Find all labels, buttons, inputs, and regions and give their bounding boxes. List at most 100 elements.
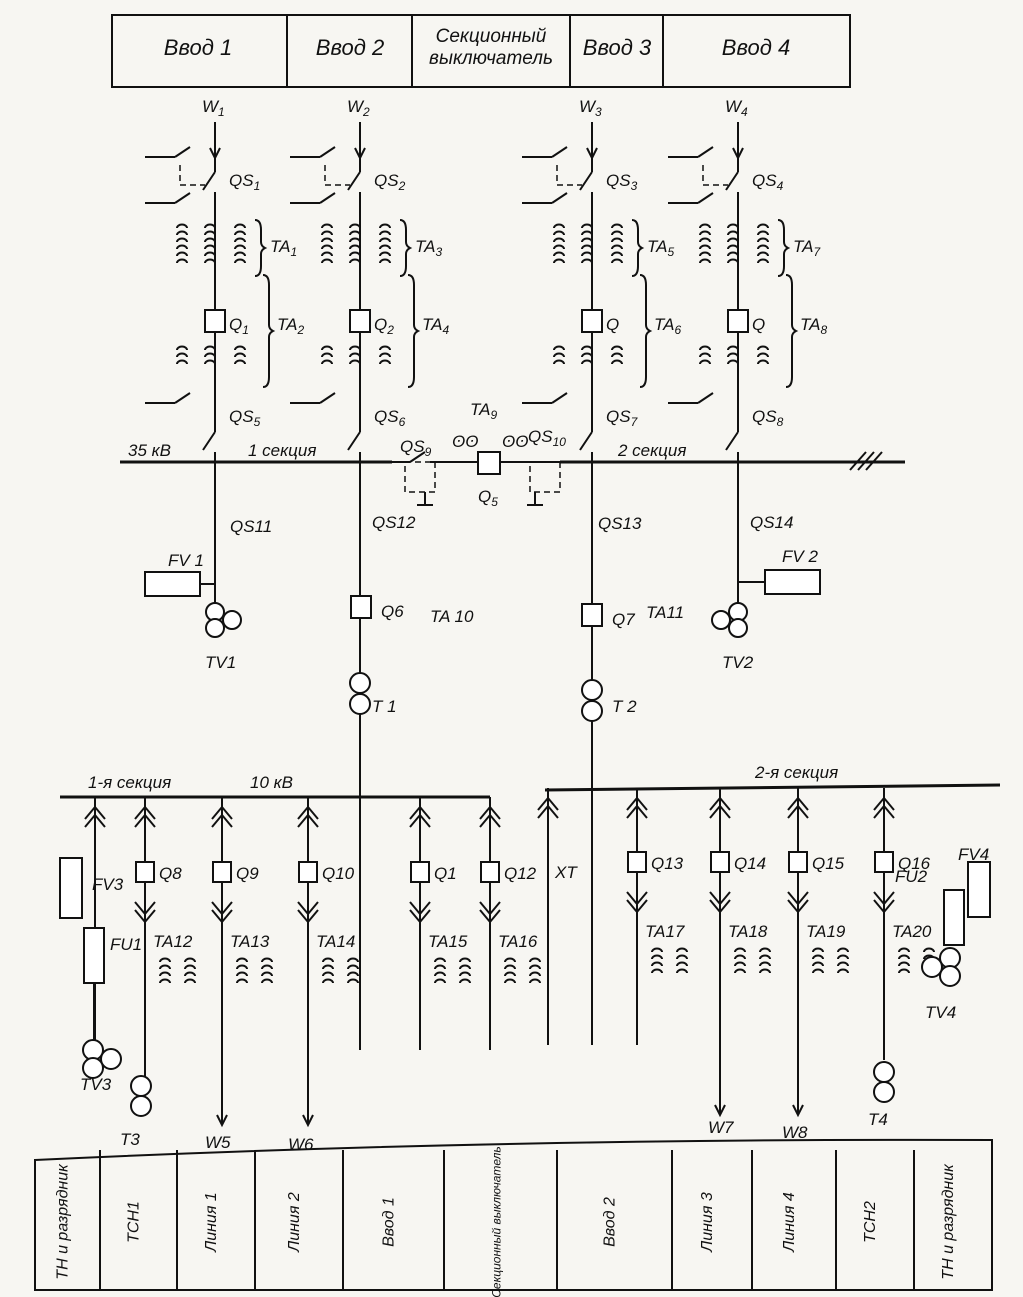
lv-cell-7 <box>537 788 559 1045</box>
lv-ta-coil-b-turn <box>759 947 771 953</box>
ta-a-coil-right-turn <box>611 223 623 229</box>
ta-a-coil-right-turn <box>379 258 391 264</box>
mech-interlock <box>556 165 582 186</box>
lv-ta-coil-b-turn <box>459 971 471 977</box>
bottom-cell-4: Линия 2 <box>286 1192 303 1253</box>
ta-a-coil-left-turn <box>553 223 565 229</box>
ta11-label: TA11 <box>646 603 684 622</box>
qs-bot-label: QS8 <box>752 407 784 429</box>
lv-ta-coil-a-turn <box>159 971 171 977</box>
lv-ta-coil-b <box>676 947 688 974</box>
tv1-label: TV1 <box>205 653 236 672</box>
plug-connector-icon <box>84 805 106 828</box>
ta-b-coil-right <box>611 345 623 365</box>
hv-section-1-label: 1 секция <box>248 441 316 460</box>
ta-b-coil-left-turn <box>699 352 711 358</box>
q-breaker <box>349 309 371 333</box>
lv-ta-coil-b-turn <box>184 971 196 977</box>
lv-ta-coil-b-turn <box>261 957 273 963</box>
ta-b-coil-mid-turn <box>349 359 361 365</box>
qs11-label: QS11 <box>230 517 272 536</box>
ta-a-coil-mid-turn <box>581 223 593 229</box>
lv-ta-coil-b-turn <box>184 978 196 984</box>
ta-a-coil-right-turn <box>234 244 246 250</box>
lv-breaker-label: Q12 <box>504 864 537 883</box>
ta-b-coil-left-turn <box>553 352 565 358</box>
incomer-arrow-icon <box>354 147 366 161</box>
plug-connector-lower-icon <box>409 901 431 924</box>
earth-switch-2-blade <box>697 192 714 204</box>
ta-a-coil-left-turn <box>176 244 188 250</box>
ta-a-coil-right-turn <box>379 244 391 250</box>
lv-ta-coil-a-turn <box>434 978 446 984</box>
ta-a-coil-right-turn <box>234 230 246 236</box>
top-cell-5: Ввод 4 <box>722 35 790 60</box>
fu1-fuse <box>83 927 105 984</box>
ta-b-coil-left-turn <box>321 345 333 351</box>
qs13-label: QS13 <box>598 514 642 533</box>
ta-b-coil-mid-turn <box>581 352 593 358</box>
qs-top-blade <box>725 171 739 191</box>
lv-ta-coil-a-turn <box>734 947 746 953</box>
lv-ta-coil-a <box>898 947 910 974</box>
qs-top-label: QS2 <box>374 171 406 193</box>
plug-connector-icon <box>297 805 319 828</box>
ta-a-coil-mid-turn <box>349 237 361 243</box>
bottom-cell-10: ТСН2 <box>862 1201 879 1243</box>
earth-switch-1-blade <box>551 146 568 158</box>
qs-bot-blade <box>347 431 361 451</box>
lv-ta-coil-b-turn <box>347 971 359 977</box>
lv-ta-coil-a-turn <box>504 957 516 963</box>
lv-ta-coil-a-turn <box>236 964 248 970</box>
hv-feeders: QS11 FV 1 TV1 QS12 Q6 TA 10 T 1 QS13 Q7 … <box>144 462 821 1050</box>
ta-b-coil-right-turn <box>379 359 391 365</box>
ta-a-coil-mid <box>204 223 216 264</box>
ta-a-coil-left-turn <box>176 223 188 229</box>
lv-ta-coil-b-turn <box>759 968 771 974</box>
fu1-label: FU1 <box>110 935 142 954</box>
qs9-label: QS9 <box>400 437 432 459</box>
earth-switch-1-blade <box>697 146 714 158</box>
lv-ta-coil-b-turn <box>459 978 471 984</box>
lv-ta-coil-b-turn <box>347 957 359 963</box>
ta-b-coil-mid <box>204 345 216 365</box>
ta-a-coil-right-turn <box>611 230 623 236</box>
q-breaker <box>204 309 226 333</box>
lv-voltage-label: 10 кВ <box>250 773 293 792</box>
lv-section-2-label: 2-я секция <box>754 763 838 782</box>
lv-ta-coil-a-turn <box>159 957 171 963</box>
ta-a-coil-mid-turn <box>727 237 739 243</box>
ta-b-coil-mid-turn <box>727 345 739 351</box>
ta-a-brace <box>631 219 645 277</box>
lv-ta-coil-a-turn <box>651 968 663 974</box>
lv-breaker-label: Q8 <box>159 864 182 883</box>
lv-breaker-label: Q13 <box>651 854 684 873</box>
ta-b-coil-right <box>234 345 246 365</box>
q6-breaker <box>350 595 372 619</box>
tv2-winding-c <box>711 610 731 630</box>
ta-b-coil-right-turn <box>611 352 623 358</box>
qs-bot-blade <box>579 431 593 451</box>
lv-ta-coil-b-turn <box>184 964 196 970</box>
tv4-winding-c <box>921 956 943 978</box>
ta9-label: TA9 <box>470 400 497 422</box>
ta-a-coil-left-turn <box>176 258 188 264</box>
lv-ta-coil-a-turn <box>236 978 248 984</box>
q5-label: Q5 <box>478 487 498 509</box>
ta-a-coil-left-turn <box>176 230 188 236</box>
tv4-label: TV4 <box>925 1003 956 1022</box>
lv-ta-coil-a <box>504 957 516 984</box>
q-breaker <box>581 309 603 333</box>
ta-a-coil-left-turn <box>699 237 711 243</box>
lv-ta-coil-b-turn <box>676 954 688 960</box>
fv4-label: FV4 <box>958 845 989 864</box>
lv-breaker <box>135 861 155 883</box>
lv-ta-label: TA14 <box>316 932 355 951</box>
lv-breaker <box>480 861 500 883</box>
ta-a-coil-left <box>176 223 188 264</box>
